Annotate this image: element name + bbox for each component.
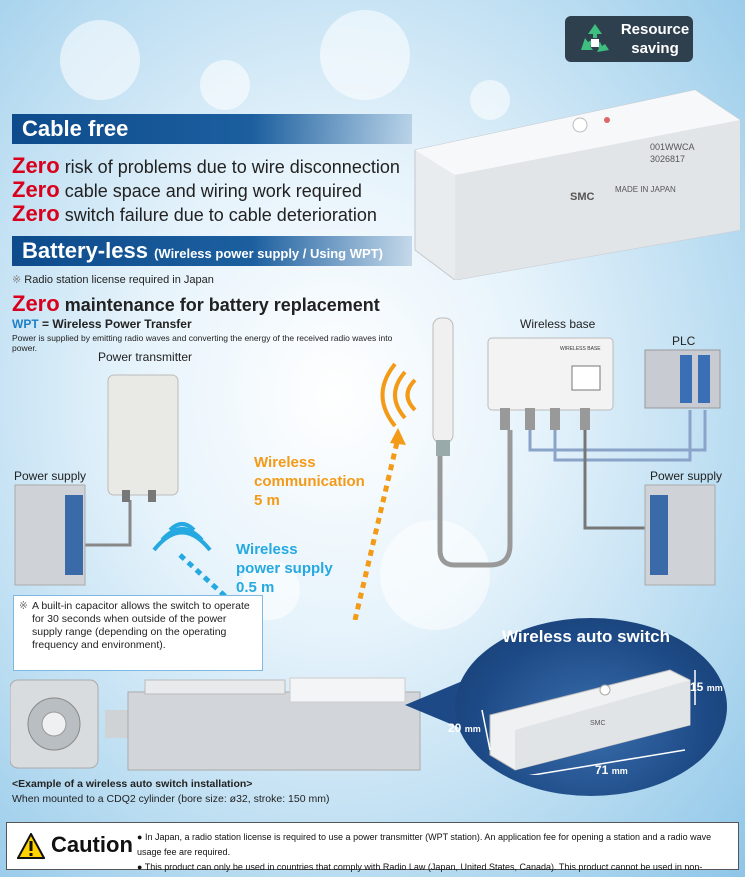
bokeh-light [470, 80, 510, 120]
caution-box: Caution ● In Japan, a radio station lice… [6, 822, 739, 872]
cable-free-title: Cable free [22, 116, 129, 141]
bokeh-light [320, 10, 410, 100]
power-line1: Wireless [236, 541, 298, 558]
made-in-mark: MADE IN JAPAN [615, 185, 676, 194]
antenna-device [432, 317, 454, 444]
dim-length-value: 71 [595, 763, 609, 777]
wireless-communication-label: Wireless communication 5 m [254, 453, 365, 510]
resource-saving-badge: Resource saving [565, 16, 693, 62]
license-note: ※ Radio station license required in Japa… [12, 273, 214, 286]
wpt-abbr: WPT [12, 317, 39, 331]
wpt-description: Power is supplied by emitting radio wave… [12, 333, 393, 353]
wireless-auto-switch-large-image: 001WWCA 3026817 SMC MADE IN JAPAN [414, 89, 741, 280]
brand-mark: SMC [590, 720, 606, 727]
caution-line-1-text: In Japan, a radio station license is req… [137, 832, 712, 857]
dim-width: 20 mm [448, 721, 481, 735]
caution-word: Caution [51, 832, 133, 857]
wifi-waves-antenna [380, 362, 417, 428]
dim-unit: mm [706, 683, 723, 693]
caution-line-1: ● In Japan, a radio station license is r… [137, 832, 712, 857]
cable-free-point-2: Zero cable space and wiring work require… [12, 177, 362, 203]
comm-line3: 5 m [254, 492, 280, 509]
capacitor-note-text: A built-in capacitor allows the switch t… [32, 600, 250, 651]
bokeh-light [200, 60, 250, 110]
plc-label: PLC [672, 334, 696, 348]
zero-word: Zero [12, 177, 60, 202]
wireless-power-label: Wireless power supply 0.5 m [236, 540, 333, 597]
headline-text: maintenance for battery replacement [59, 295, 380, 315]
comm-line1: Wireless [254, 454, 316, 471]
wpt-def: = Wireless Power Transfer [38, 317, 192, 331]
power-supply-right-label: Power supply [650, 469, 723, 483]
recycle-icon [581, 24, 609, 52]
example-detail: When mounted to a CDQ2 cylinder (bore si… [12, 793, 330, 805]
zero-word: Zero [12, 291, 60, 316]
dim-length: 71 mm [595, 763, 628, 777]
capacitor-note-box: ※ A built-in capacitor allows the switch… [13, 595, 263, 671]
bokeh-light [380, 520, 490, 630]
cable-free-point-3: Zero switch failure due to cable deterio… [12, 201, 377, 227]
wifi-waves-transmitter [152, 522, 212, 552]
warning-icon [17, 833, 45, 859]
cable-free-band: Cable free [12, 114, 412, 144]
battery-headline: Zero maintenance for battery replacement [12, 291, 380, 317]
callout-pointer [405, 680, 465, 730]
battery-less-title: Battery-less [22, 238, 148, 263]
caution-line-2: ● This product can only be used in count… [137, 860, 737, 877]
cylinder-installation-image [10, 677, 421, 771]
brand-mark: SMC [570, 191, 595, 203]
comm-line2: communication [254, 473, 365, 490]
power-line3: 0.5 m [236, 579, 275, 596]
battery-less-subtitle: (Wireless power supply / Using WPT) [154, 246, 383, 261]
asterisk-icon: ※ [19, 600, 28, 612]
cable-free-point-1: Zero risk of problems due to wire discon… [12, 153, 400, 179]
power-supply-left-label: Power supply [14, 469, 87, 483]
wireless-base-label: Wireless base [520, 317, 596, 331]
badge-line2: saving [631, 40, 679, 57]
example-caption: <Example of a wireless auto switch insta… [12, 778, 253, 790]
caution-line-2-text: This product can only be used in countri… [144, 862, 703, 872]
power-line2: power supply [236, 560, 333, 577]
zero-word: Zero [12, 201, 60, 226]
asterisk-icon: ※ [12, 274, 25, 286]
battery-less-band: Battery-less (Wireless power supply / Us… [12, 236, 412, 266]
marking-1: 001WWCA [650, 142, 695, 152]
wpt-definition: WPT = Wireless Power Transfer [12, 317, 192, 331]
zero-word: Zero [12, 153, 60, 178]
dim-width-value: 20 [448, 721, 462, 735]
power-transmitter-device [107, 374, 179, 496]
system-diagram: WIRELESS BASE [14, 317, 721, 620]
battery-less-heading: Battery-less (Wireless power supply / Us… [22, 238, 383, 264]
bokeh-light [60, 20, 140, 100]
point-text: risk of problems due to wire disconnecti… [59, 157, 400, 177]
wireless-auto-switch-title: Wireless auto switch [502, 627, 671, 646]
marking-2: 3026817 [650, 154, 685, 164]
dim-unit: mm [464, 724, 481, 734]
dim-unit: mm [611, 766, 628, 776]
dim-height: 15 mm [690, 680, 723, 694]
license-note-text: Radio station license required in Japan [24, 274, 214, 286]
point-text: cable space and wiring work required [59, 181, 362, 201]
dim-height-value: 15 [690, 680, 704, 694]
badge-line1: Resource [620, 21, 690, 38]
power-transmitter-label: Power transmitter [98, 350, 193, 364]
wireless-auto-switch-small-image: SMC [481, 669, 696, 775]
point-text: switch failure due to cable deterioratio… [59, 205, 377, 225]
base-label: WIRELESS BASE [560, 346, 601, 352]
